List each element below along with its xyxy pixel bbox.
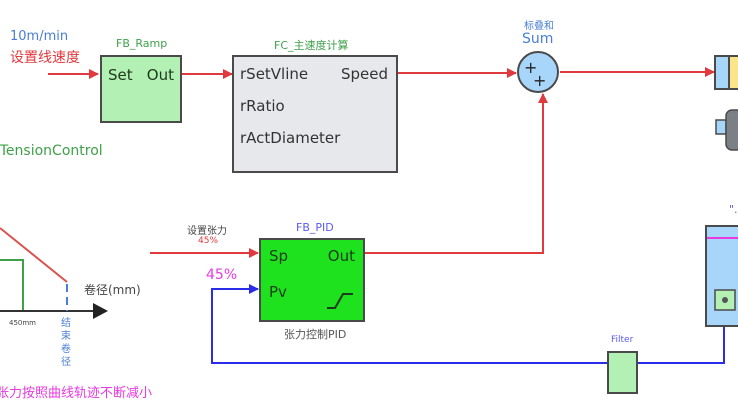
- sensor-block[interactable]: [705, 225, 738, 327]
- fc-title: FC_主速度计算: [274, 39, 349, 52]
- tension-setpoint-value: 45%: [198, 236, 219, 246]
- tension-setpoint-label: 设置张力: [187, 226, 227, 237]
- fc-speed-calc-block[interactable]: rSetVline rRatio rActDiameter Speed: [232, 55, 398, 173]
- x-tick-450mm: 450mm: [9, 319, 36, 327]
- output-block-yellow[interactable]: [728, 55, 738, 90]
- tension-450-marker: [0, 259, 24, 311]
- fc-input-ractdiameter[interactable]: rActDiameter: [240, 129, 341, 147]
- fb-pid-block[interactable]: Sp Pv Out: [259, 238, 365, 322]
- fc-output-speed[interactable]: Speed: [340, 65, 388, 83]
- fc-input-rratio[interactable]: rRatio: [240, 97, 285, 115]
- pid-input-pv[interactable]: Pv: [269, 283, 287, 301]
- motor-icon: [725, 109, 738, 151]
- sum-sign-2: +: [533, 71, 546, 90]
- wire-feedback-to-pid: [211, 284, 608, 364]
- motor-connector: [715, 119, 727, 135]
- ramp-input-set[interactable]: Set: [108, 66, 133, 84]
- sum-node[interactable]: [517, 51, 559, 93]
- output-block-blue[interactable]: [714, 55, 730, 90]
- speed-setpoint-label: 设置线速度: [10, 50, 80, 66]
- filter-block[interactable]: [607, 351, 638, 394]
- speed-value-label: 10m/min: [10, 29, 69, 44]
- end-diameter-label: 结束卷径: [61, 318, 71, 368]
- ramp-output-out[interactable]: Out: [146, 66, 174, 84]
- sum-title-cn: 标叠和: [524, 21, 554, 32]
- tension-curve: [0, 227, 68, 283]
- tension-note: 张力按照曲线轨迹不断减小: [0, 386, 153, 401]
- sum-title: Sum: [522, 31, 554, 47]
- sensor-block-title: "...: [729, 203, 738, 216]
- pid-input-sp[interactable]: Sp: [269, 247, 289, 265]
- pid-caption: 张力控制PID: [284, 328, 347, 341]
- sum-sign-1: +: [524, 58, 537, 77]
- fb-ramp-block[interactable]: Set Out: [100, 55, 182, 123]
- pid-title: FB_PID: [296, 221, 334, 234]
- tension-control-title: rTensionControl: [0, 143, 103, 159]
- tension-x-axis-arrow: [93, 303, 108, 319]
- ramp-title: FB_Ramp: [116, 37, 168, 50]
- step-response-icon: [327, 293, 353, 309]
- fc-input-rsetvline[interactable]: rSetVline: [240, 65, 309, 83]
- pid-output-out[interactable]: Out: [327, 247, 355, 265]
- filter-title: Filter: [611, 335, 634, 345]
- wire-pid-to-sum: [364, 93, 548, 254]
- pv-value-label: 45%: [206, 267, 238, 283]
- diameter-axis-label: 卷径(mm): [84, 283, 141, 297]
- sensor-port-dot: [722, 297, 728, 303]
